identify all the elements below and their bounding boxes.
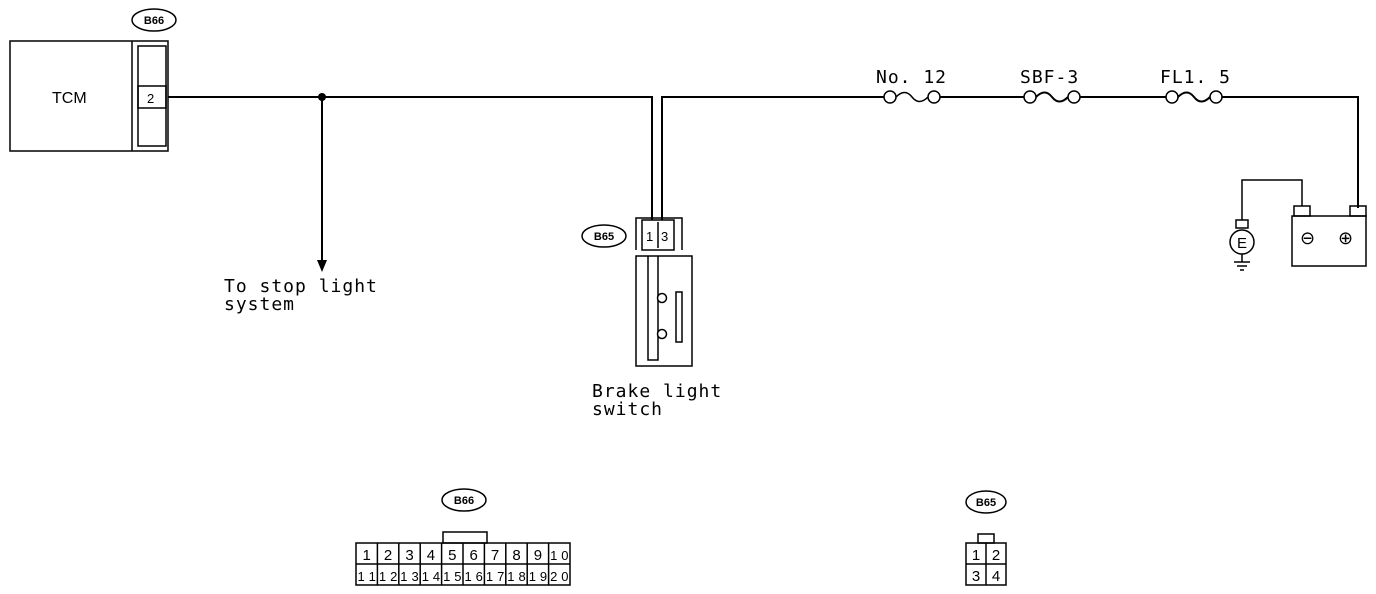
b66-pin-2: 2 [384,547,392,564]
b66-pin-7: 7 [491,547,499,564]
fuse-sbf3-label: SBF-3 [1020,67,1079,88]
fuse-sbf3: SBF-3 [1020,67,1081,104]
b66-pin-1: 1 [363,547,371,564]
fuse-no12: No. 12 [876,67,947,104]
b66-pin-8: 8 [512,547,520,564]
svg-text:B66: B66 [144,15,164,27]
svg-text:3: 3 [661,229,668,244]
battery-positive-icon: ⊕ [1338,228,1353,249]
b66-pin-17: 17 [486,569,504,584]
b66-pin-12: 12 [379,569,397,584]
b66-pin-19: 19 [529,569,547,584]
ground-e-label: E [1237,235,1247,252]
svg-text:B65: B65 [976,497,996,509]
fuse-fl15: FL1. 5 [1160,67,1231,104]
battery-negative-icon: ⊖ [1300,228,1315,249]
battery-wire [1220,96,1359,208]
b66-pin-20: 20 [550,569,568,584]
tcm-pin-label: 2 [147,91,154,106]
b66-pin-4: 4 [427,547,435,564]
b66-pin-9: 9 [534,547,542,564]
b65-pin-4: 4 [992,568,1000,585]
b66-pin-5: 5 [448,547,456,564]
tcm-connector-tag: B66 [131,8,177,32]
b65-connector-face: B65 1 2 3 4 [965,490,1007,586]
b65-pin-1: 1 [972,547,980,564]
b66-pin-18: 18 [507,569,525,584]
b66-pin-10: 10 [550,548,568,563]
svg-text:1: 1 [646,229,653,244]
brake-light-switch: 1 3 B65 Brake light switch [581,217,722,420]
feed-wire [661,96,886,220]
main-wire [168,96,653,220]
svg-text:B66: B66 [454,495,474,507]
b65-pin-3: 3 [972,568,980,585]
tcm-label: TCM [52,90,87,107]
tcm-unit: TCM 2 [9,40,169,152]
b66-pin-16: 16 [465,569,483,584]
stop-light-label-1: To stop light [224,276,378,297]
b66-pin-3: 3 [405,547,413,564]
brake-switch-label-2: switch [592,399,663,420]
brake-switch-connector-tag: B65 [594,231,614,243]
stop-light-label-2: system [224,294,295,315]
b66-pin-15: 15 [443,569,461,584]
b65-pin-2: 2 [992,547,1000,564]
b66-pin-6: 6 [470,547,478,564]
battery: ⊖ ⊕ E [1229,179,1367,271]
b66-pin-14: 14 [422,569,440,584]
brake-switch-label-1: Brake light [592,381,722,402]
b66-pin-11: 11 [358,569,376,584]
b66-pin-13: 13 [400,569,418,584]
arrow-down-icon [317,260,327,272]
fuse-no12-label: No. 12 [876,67,947,88]
fuse-fl15-label: FL1. 5 [1160,67,1231,88]
